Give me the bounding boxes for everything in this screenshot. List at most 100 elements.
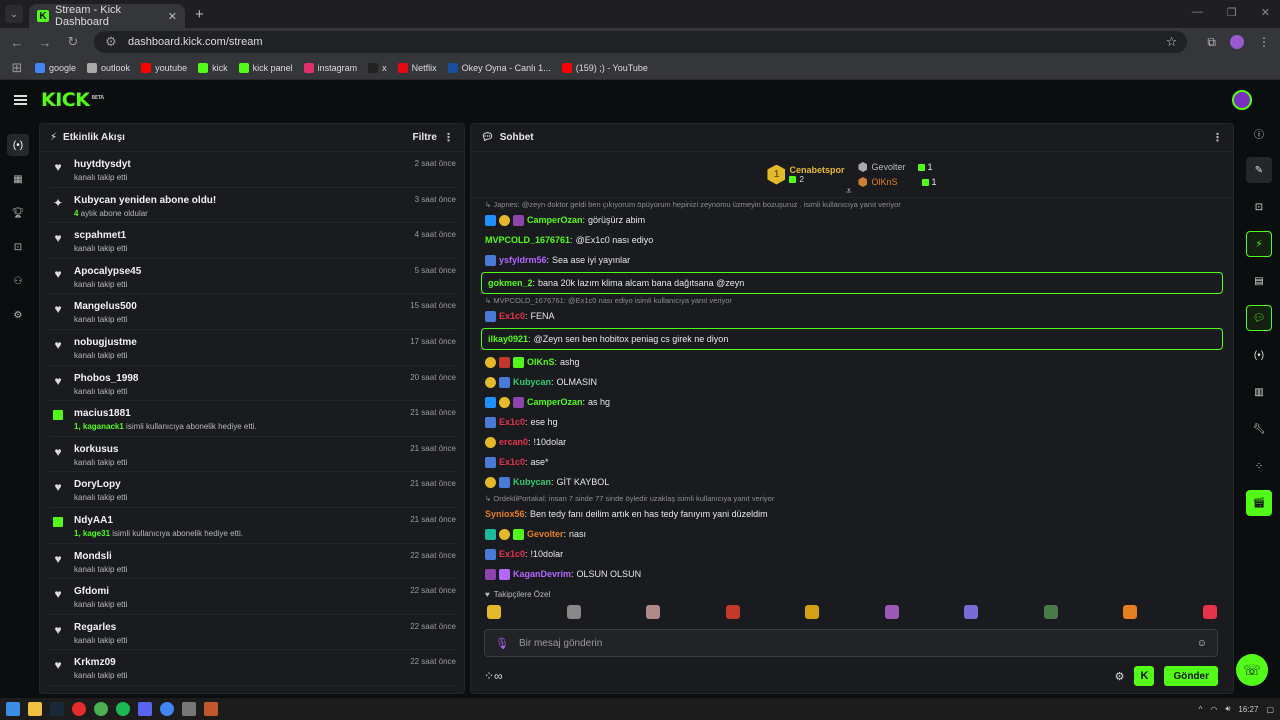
chat-username[interactable]: Syniox56 xyxy=(485,508,527,520)
bookmark-item[interactable]: kick xyxy=(198,62,228,73)
hamburger-menu-icon[interactable] xyxy=(14,95,27,105)
activity-toggle-icon[interactable]: ⚡︎ xyxy=(1246,231,1272,257)
reply-context[interactable]: ↳ Japnes: @zeyn doktor geldi ben çıkıyor… xyxy=(481,200,1223,210)
chat-username[interactable]: ysfyldrm56 xyxy=(499,254,549,266)
printer-icon[interactable]: ▥ xyxy=(1254,386,1264,398)
emote-icon[interactable] xyxy=(805,605,820,619)
chat-username[interactable]: MVPCOLD_1676761 xyxy=(485,234,573,246)
reload-icon[interactable]: ↻ xyxy=(67,34,79,49)
chat-input-placeholder[interactable]: Bir mesaj gönderin xyxy=(518,637,603,649)
volume-icon[interactable]: 🔊︎ xyxy=(1225,704,1231,713)
chat-message[interactable]: KubycanOLMASIN xyxy=(481,372,1223,392)
back-icon[interactable]: ← xyxy=(10,34,24,50)
chat-username[interactable]: Ex1c0 xyxy=(499,456,528,468)
chat-message[interactable]: Ex1c0!10dolar xyxy=(481,544,1223,564)
chat-message[interactable]: ysfyldrm56Sea ase iyi yayınlar xyxy=(481,250,1223,270)
url-text[interactable]: dashboard.kick.com/stream xyxy=(128,36,263,48)
chat-message[interactable]: CamperOzanas hg xyxy=(481,392,1223,412)
chat-message[interactable]: OlKnSashg xyxy=(481,352,1223,372)
bookmark-item[interactable]: instagram xyxy=(303,62,357,73)
chat-username[interactable]: Kubycan xyxy=(513,376,554,388)
chat-message[interactable]: ilkay0921@Zeyn sen ben hobitox peniag cs… xyxy=(481,328,1223,350)
chat-username[interactable]: Kubycan xyxy=(513,476,554,488)
emote-icon[interactable] xyxy=(487,605,501,619)
emote-icon[interactable] xyxy=(566,605,581,619)
chat-settings-icon[interactable]: ⚙ xyxy=(1114,670,1125,683)
chat-message[interactable]: Ex1c0ese hg xyxy=(481,412,1223,432)
chat-message[interactable]: Syniox56Ben tedy fanı deilim artık en ha… xyxy=(481,504,1223,524)
chat-message[interactable]: MVPCOLD_1676761@Ex1c0 nası ediyo xyxy=(481,230,1223,250)
bookmark-item[interactable]: youtube xyxy=(141,62,187,73)
tab-search-icon[interactable]: ⌄ xyxy=(5,5,23,23)
share-nodes-icon[interactable]: ⁘ xyxy=(1254,460,1264,472)
chat-username[interactable]: OlKnS xyxy=(527,356,557,368)
clapperboard-icon[interactable]: 🎬︎ xyxy=(1246,490,1272,516)
chat-message[interactable]: CamperOzangörüşürz abim xyxy=(481,210,1223,230)
broadcast-icon[interactable]: (•) xyxy=(1253,349,1265,361)
chat-username[interactable]: gokmen_2 xyxy=(488,277,535,289)
extensions-icon[interactable]: ⧉ xyxy=(1207,34,1216,49)
minimize-icon[interactable]: — xyxy=(1191,6,1203,18)
notification-icon[interactable]: ▢ xyxy=(1266,704,1274,714)
new-tab-icon[interactable]: + xyxy=(195,5,204,23)
emoji-picker-icon[interactable]: ☺ xyxy=(1196,637,1207,649)
send-button[interactable]: Gönder xyxy=(1164,666,1218,686)
chat-username[interactable]: KaganDevrim xyxy=(513,568,574,580)
filter-button[interactable]: Filtre xyxy=(412,132,437,143)
chrome-icon[interactable] xyxy=(94,702,108,716)
support-chat-icon[interactable]: ☏ xyxy=(1236,654,1268,686)
top-gifter-first[interactable]: 1 Cenabetspor 2 xyxy=(767,164,844,185)
bookmark-item[interactable]: x xyxy=(368,62,387,73)
top-gifter-third[interactable]: OlKnS 1 xyxy=(858,177,937,187)
chat-message[interactable]: Ex1c0ase* xyxy=(481,452,1223,472)
activity-more-icon[interactable]: ⋮ xyxy=(443,132,454,144)
emote-icon[interactable] xyxy=(884,605,899,619)
microphone-icon[interactable]: 🎙︎ xyxy=(495,637,509,650)
emote-icon[interactable] xyxy=(1202,605,1217,619)
reply-context[interactable]: ↳ OrdekliPortakal: insan 7 sinde 77 sind… xyxy=(481,494,1223,504)
kick-points-infinity-icon[interactable]: ⁘∞ xyxy=(484,669,503,683)
info-icon[interactable]: ⓘ xyxy=(1254,129,1264,141)
emote-icon[interactable] xyxy=(964,605,979,619)
chat-username[interactable]: Gevolter xyxy=(527,528,566,540)
bookmark-item[interactable]: Okey Oyna - Canlı 1... xyxy=(447,62,551,73)
bookmark-star-icon[interactable]: ☆ xyxy=(1165,34,1178,49)
chat-username[interactable]: Ex1c0 xyxy=(499,310,528,322)
browser-menu-icon[interactable]: ⋮ xyxy=(1258,35,1270,49)
apps-grid-icon[interactable]: ⊞ xyxy=(11,59,23,75)
opera-icon[interactable] xyxy=(72,702,86,716)
spotify-icon[interactable] xyxy=(116,702,130,716)
chat-message[interactable]: Ex1c0FENA xyxy=(481,306,1223,326)
bookmark-item[interactable]: google xyxy=(35,62,76,73)
chat-username[interactable]: Ex1c0 xyxy=(499,416,528,428)
windows-start-icon[interactable] xyxy=(6,702,20,716)
users-icon[interactable]: ⚇ xyxy=(13,275,23,287)
edit-icon[interactable]: ✎ xyxy=(1246,157,1272,183)
kick-emote-icon[interactable]: K xyxy=(1134,666,1155,686)
clock[interactable]: 16:27 xyxy=(1238,704,1259,714)
omnibox[interactable]: ⚙ dashboard.kick.com/stream ☆ xyxy=(94,31,1188,53)
community-icon[interactable]: ⊡ xyxy=(1254,201,1264,213)
app-icon[interactable] xyxy=(182,702,196,716)
chat-message[interactable]: KubycanGİT KAYBOL xyxy=(481,472,1223,492)
restore-icon[interactable]: ❐ xyxy=(1226,7,1237,19)
activity-item[interactable]: ✦Kubycan yeniden abone oldu!4 aylık abon… xyxy=(50,188,456,224)
chat-more-icon[interactable]: ⋮ xyxy=(1212,132,1223,144)
analytics-icon[interactable]: ▦ xyxy=(13,173,23,185)
bookmark-item[interactable]: kick panel xyxy=(238,62,293,73)
bookmark-item[interactable]: Netflix xyxy=(397,62,437,73)
chat-username[interactable]: ilkay0921 xyxy=(488,333,531,345)
bookmark-item[interactable]: (159) ;) - YouTube xyxy=(561,62,648,73)
profile-avatar[interactable] xyxy=(1230,35,1244,49)
